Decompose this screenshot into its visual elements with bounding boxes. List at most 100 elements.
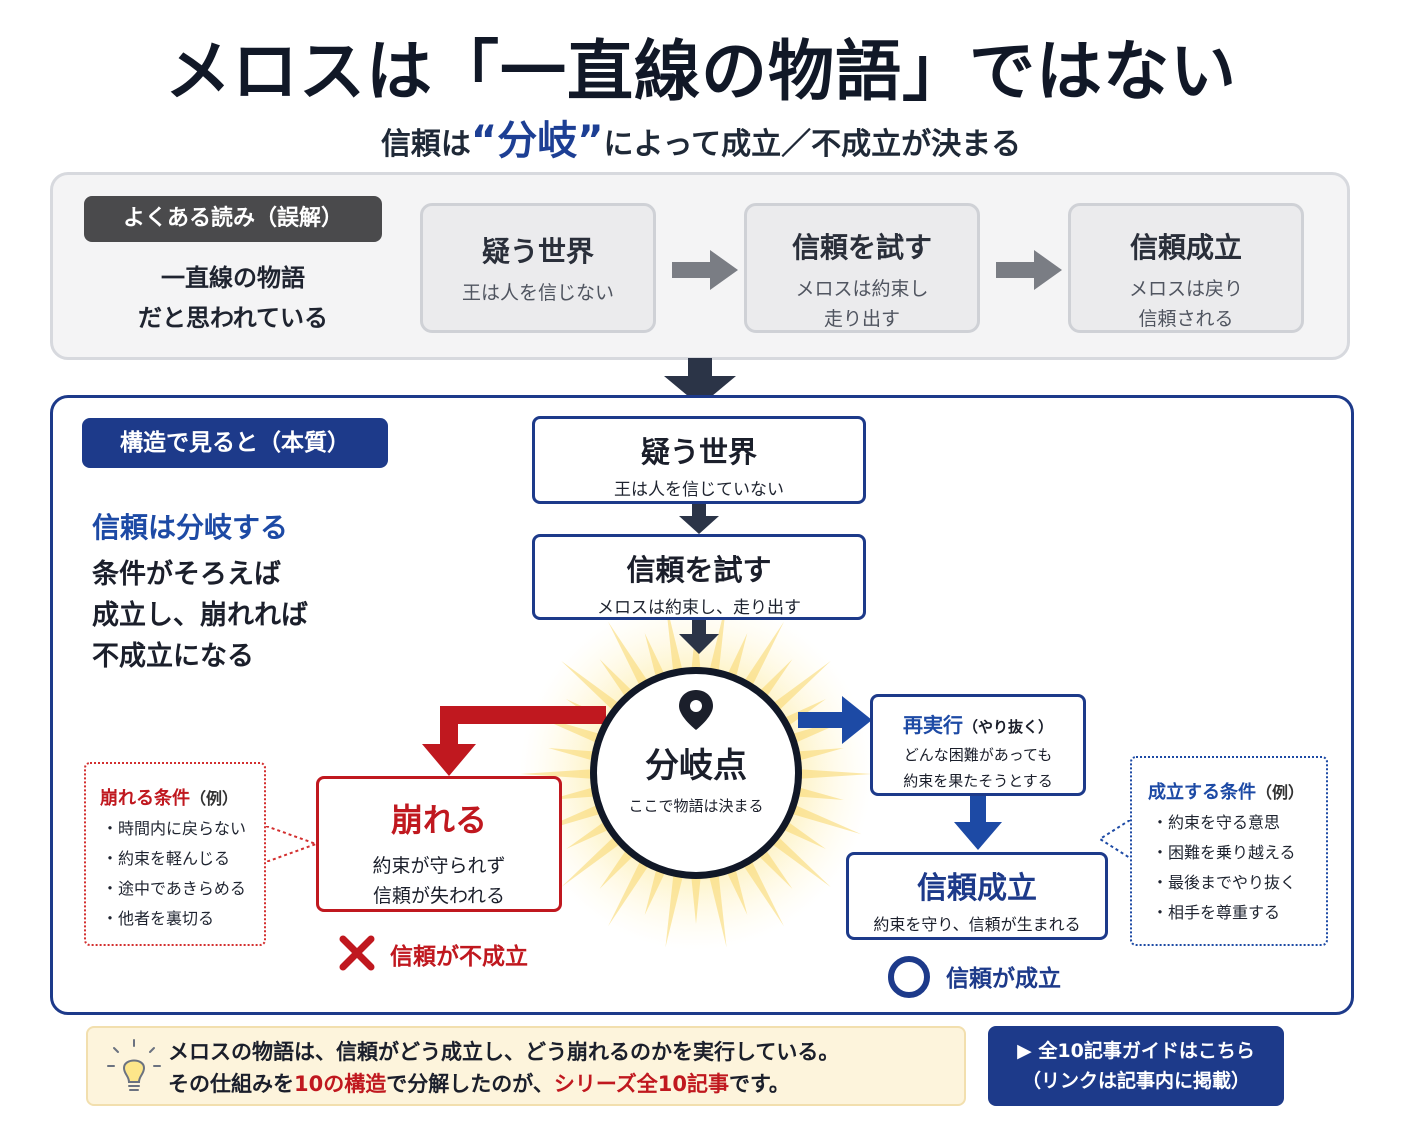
- burst-ray: [644, 633, 667, 682]
- circle-ok-icon: [888, 956, 930, 998]
- success-condition-item: ・困難を乗り越える: [1152, 843, 1296, 862]
- misreading-step-1: 疑う世界 王は人を信じない: [420, 203, 656, 333]
- retry-desc-line2: 約束を果たそうとする: [903, 772, 1053, 790]
- fail-desc: 約束が守られず 信頼が失われる: [319, 851, 559, 911]
- structure-lead-heading: 信頼は分岐する: [92, 511, 289, 544]
- fail-title: 崩れる: [390, 801, 487, 839]
- burst-ray: [548, 747, 599, 762]
- retry-title: 再実行: [902, 713, 963, 737]
- misreading-step-title: 信頼を試す: [791, 231, 932, 264]
- burst-ray: [566, 819, 613, 849]
- callout-pointer-icon: [265, 826, 318, 862]
- branch-sub: ここで物語は決まる: [628, 797, 764, 815]
- arrow-down-icon: [679, 504, 719, 534]
- fail-desc-line2: 信頼が失われる: [372, 885, 506, 907]
- callout-pointer-icon: [1098, 820, 1131, 858]
- misreading-step-title: 疑う世界: [481, 235, 594, 268]
- fail-condition-item: ・他者を裏切る: [102, 909, 215, 928]
- fail-conditions: 崩れる条件（例） ・時間内に戻らない ・約束を軽んじる ・途中であきらめる ・他…: [84, 762, 266, 946]
- burst-ray: [608, 857, 651, 927]
- burst-ray: [561, 834, 623, 888]
- structure-step-sub: メロスは約束し、走り出す: [597, 598, 801, 618]
- misreading-step-line1: メロスは約束し: [795, 278, 929, 300]
- structure-step-title: 疑う世界: [640, 435, 757, 469]
- location-pin-icon: [679, 690, 713, 730]
- footer-text: メロスの物語は、信頼がどう成立し、どう崩れるのかを実行している。 その仕組みを1…: [168, 1036, 839, 1100]
- success-condition-item: ・相手を尊重する: [1152, 903, 1281, 922]
- burst-ray: [741, 621, 784, 691]
- footer-line2: その仕組みを10の構造で分解したのが、シリーズ全10記事です。: [168, 1068, 839, 1100]
- article-guide-button-note: （リンクは記事内に掲載）: [1021, 1070, 1250, 1092]
- article-guide-button-label: ▶ 全10記事ガイドはこちら: [1017, 1040, 1255, 1062]
- success-title: 信頼成立: [917, 871, 1037, 906]
- misreading-step-line2: 走り出す: [823, 308, 900, 330]
- fail-desc-line1: 約束が守られず: [372, 855, 506, 877]
- success-conditions-suffix: （例）: [1256, 783, 1305, 802]
- cross-icon: [339, 935, 375, 971]
- fail-conditions-heading: 崩れる条件（例）: [100, 784, 264, 810]
- structure-lead-line: 不成立になる: [92, 641, 254, 672]
- structure-lead-line: 成立し、崩れれば: [92, 600, 308, 631]
- arrow-right-icon: [672, 250, 738, 290]
- arrow-success-branch-icon: [798, 696, 872, 744]
- retry-box: 再実行（やり抜く） どんな困難があっても 約束を果たそうとする: [870, 694, 1086, 796]
- structure-step-sub: 王は人を信じていない: [614, 480, 784, 500]
- burst-ray: [756, 847, 793, 889]
- misreading-step-line: メロスは約束し 走り出す: [747, 274, 977, 334]
- misreading-step-2: 信頼を試す メロスは約束し 走り出す: [744, 203, 980, 333]
- article-guide-button[interactable]: ▶ 全10記事ガイドはこちら （リンクは記事内に掲載）: [988, 1026, 1284, 1106]
- success-result: 信頼が成立: [946, 966, 1061, 992]
- burst-ray: [725, 866, 748, 915]
- retry-heading: 再実行（やり抜く）: [873, 709, 1083, 738]
- misreading-badge: よくある読み（誤解）: [84, 196, 382, 242]
- structure-step-title: 信頼を試す: [626, 553, 772, 587]
- subtitle-pre: 信頼は: [380, 127, 471, 162]
- burst-ray: [788, 803, 862, 835]
- structure-step-test: 信頼を試す メロスは約束し、走り出す: [532, 534, 866, 620]
- branch-point: 分岐点 ここで物語は決まる: [590, 667, 802, 879]
- arrow-down-icon: [954, 796, 1002, 850]
- fail-conditions-title: 崩れる条件: [100, 788, 190, 809]
- arrow-right-icon: [996, 250, 1062, 290]
- fail-box: 崩れる 約束が守られず 信頼が失われる: [316, 776, 562, 912]
- fail-conditions-suffix: （例）: [190, 789, 239, 808]
- misreading-desc: 一直線の物語 だと思われている: [84, 258, 382, 338]
- success-condition-item: ・約束を守る意思: [1152, 813, 1281, 832]
- burst-ray: [665, 871, 684, 948]
- retry-desc-line1: どんな困難があっても: [903, 746, 1053, 764]
- footer-line2-e: です。: [729, 1072, 790, 1096]
- page-subtitle: 信頼は“分岐”によって成立／不成立が決まる: [0, 108, 1402, 166]
- burst-ray: [769, 834, 831, 888]
- page-title: メロスは「一直線の物語」ではない: [165, 33, 1237, 110]
- footer-line2-c: で分解したのが、: [386, 1072, 554, 1096]
- misreading-step-line2: 信頼される: [1138, 308, 1234, 330]
- fail-condition-item: ・時間内に戻らない: [102, 819, 247, 838]
- burst-ray: [779, 819, 826, 849]
- burst-ray: [708, 871, 727, 948]
- burst-ray: [725, 633, 748, 682]
- success-conditions-title: 成立する条件: [1148, 782, 1256, 803]
- success-conditions-list: ・約束を守る意思 ・困難を乗り越える ・最後までやり抜く ・相手を尊重する: [1152, 808, 1326, 928]
- misreading-step-title: 信頼成立: [1129, 231, 1242, 264]
- subtitle-highlight: “分岐”: [470, 118, 604, 164]
- burst-ray: [599, 847, 636, 889]
- success-conditions: 成立する条件（例） ・約束を守る意思 ・困難を乗り越える ・最後までやり抜く ・…: [1130, 756, 1328, 946]
- footer-line1: メロスの物語は、信頼がどう成立し、どう崩れるのかを実行している。: [168, 1040, 840, 1064]
- success-box: 信頼成立 約束を守り、信頼が生まれる: [846, 852, 1108, 940]
- arrow-down-icon: [664, 358, 736, 406]
- burst-ray: [793, 786, 844, 801]
- structure-badge: 構造で見ると（本質）: [82, 418, 388, 468]
- arrow-fail-branch-icon: [422, 706, 606, 776]
- success-sub: 約束を守り、信頼が生まれる: [873, 915, 1081, 934]
- misreading-step-line1: メロスは戻り: [1128, 278, 1243, 300]
- burst-ray: [741, 857, 784, 927]
- branch-title: 分岐点: [645, 746, 747, 786]
- fail-conditions-list: ・時間内に戻らない ・約束を軽んじる ・途中であきらめる ・他者を裏切る: [102, 814, 264, 934]
- fail-result: 信頼が不成立: [390, 944, 528, 970]
- misreading-desc-line1: 一直線の物語: [161, 264, 305, 292]
- burst-ray: [608, 621, 651, 691]
- misreading-step-line: 王は人を信じない: [461, 282, 614, 304]
- structure-lead-text: 条件がそろえば 成立し、崩れれば 不成立になる: [92, 554, 308, 677]
- success-conditions-heading: 成立する条件（例）: [1148, 778, 1326, 804]
- burst-ray: [644, 866, 667, 915]
